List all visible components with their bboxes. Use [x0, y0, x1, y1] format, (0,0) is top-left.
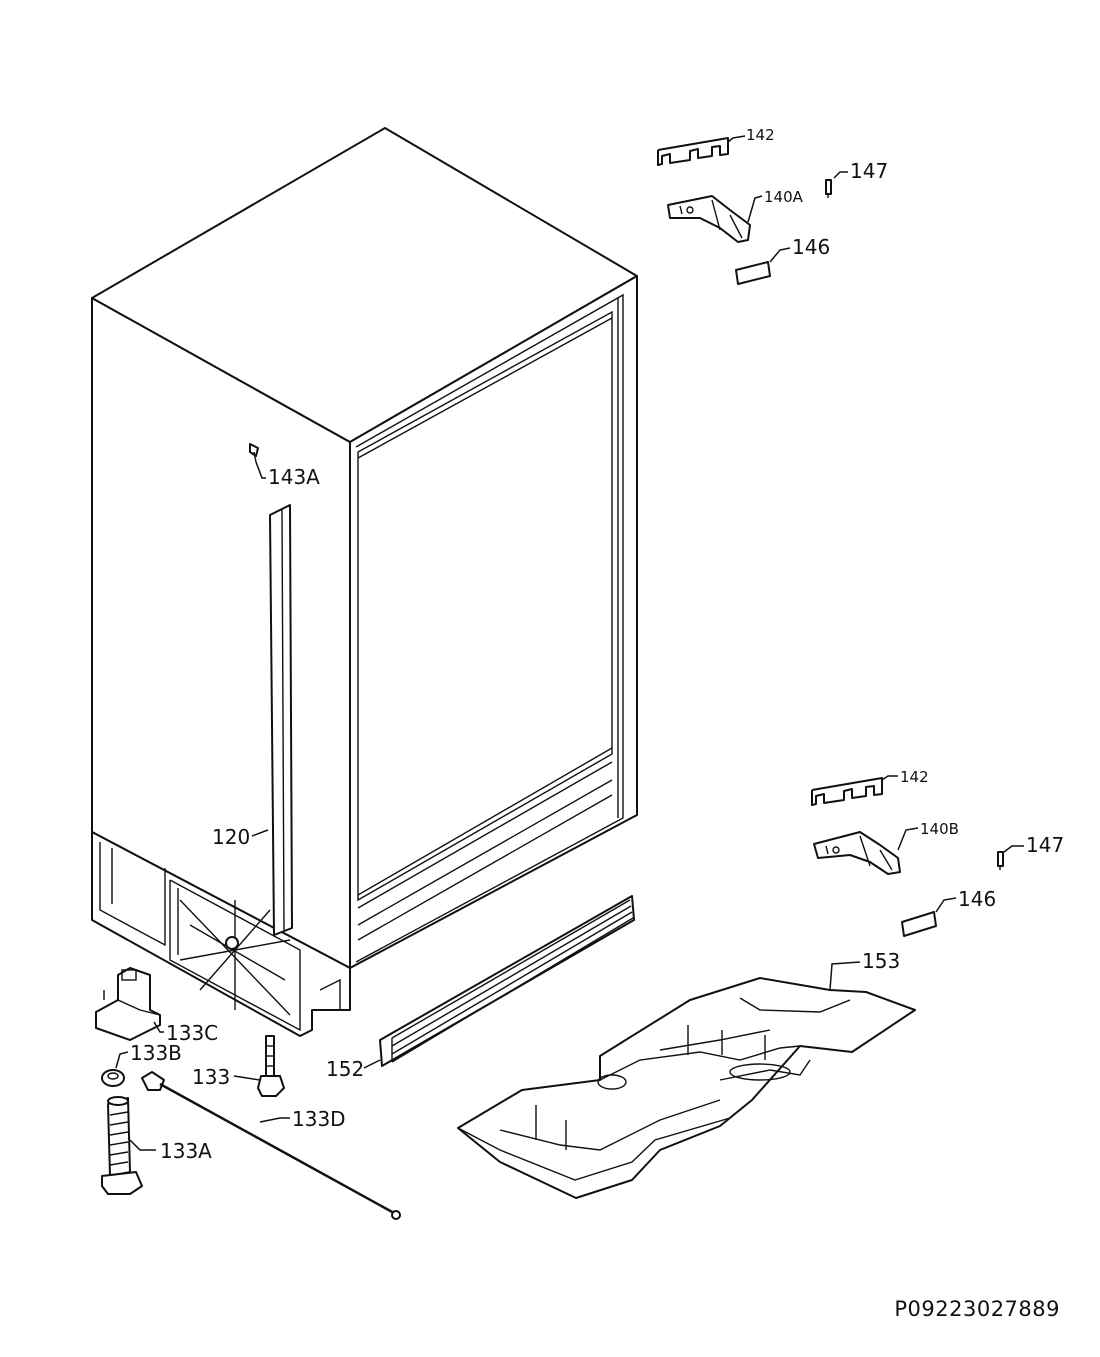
kick-plate-152 [379, 895, 635, 1067]
hinge-140a [667, 195, 751, 243]
label-152: 152 [326, 1057, 364, 1081]
rod-133d [141, 1071, 401, 1220]
cover-146-bottom [901, 911, 937, 937]
label-146-top: 146 [792, 235, 830, 259]
cabinet-side-strip [269, 504, 293, 936]
label-146-bottom: 146 [958, 887, 996, 911]
label-140b: 140B [920, 820, 959, 838]
label-147-top: 147 [850, 159, 888, 183]
label-133b: 133B [130, 1041, 182, 1065]
screw-143a [249, 443, 259, 463]
hinge-140b [813, 831, 901, 875]
label-143a: 143A [268, 465, 320, 489]
label-133a: 133A [160, 1139, 212, 1163]
label-153: 153 [862, 949, 900, 973]
leader-lines [115, 135, 1024, 1151]
label-142-bottom: 142 [900, 768, 929, 786]
screw-147-top [825, 179, 832, 198]
label-140a: 140A [764, 188, 804, 206]
label-142-top: 142 [746, 126, 775, 144]
document-id: P09223027889 [894, 1297, 1060, 1321]
shim-142-bottom [811, 777, 883, 806]
cabinet-base [91, 831, 351, 1037]
label-120: 120 [212, 825, 250, 849]
label-133c: 133C [166, 1021, 218, 1045]
screw-147-bottom [997, 851, 1004, 870]
cabinet-body [91, 127, 638, 969]
foot-screw-133a [101, 1096, 143, 1195]
label-133d: 133D [292, 1107, 346, 1131]
label-147-bottom: 147 [1026, 833, 1064, 857]
drip-tray-153 [457, 977, 916, 1199]
cover-146-top [735, 261, 771, 285]
label-133: 133 [192, 1065, 230, 1089]
foot-bracket-133c [95, 967, 161, 1041]
shim-142-top [657, 137, 729, 166]
foot-133 [257, 1035, 285, 1097]
nut-133b [101, 1069, 125, 1087]
